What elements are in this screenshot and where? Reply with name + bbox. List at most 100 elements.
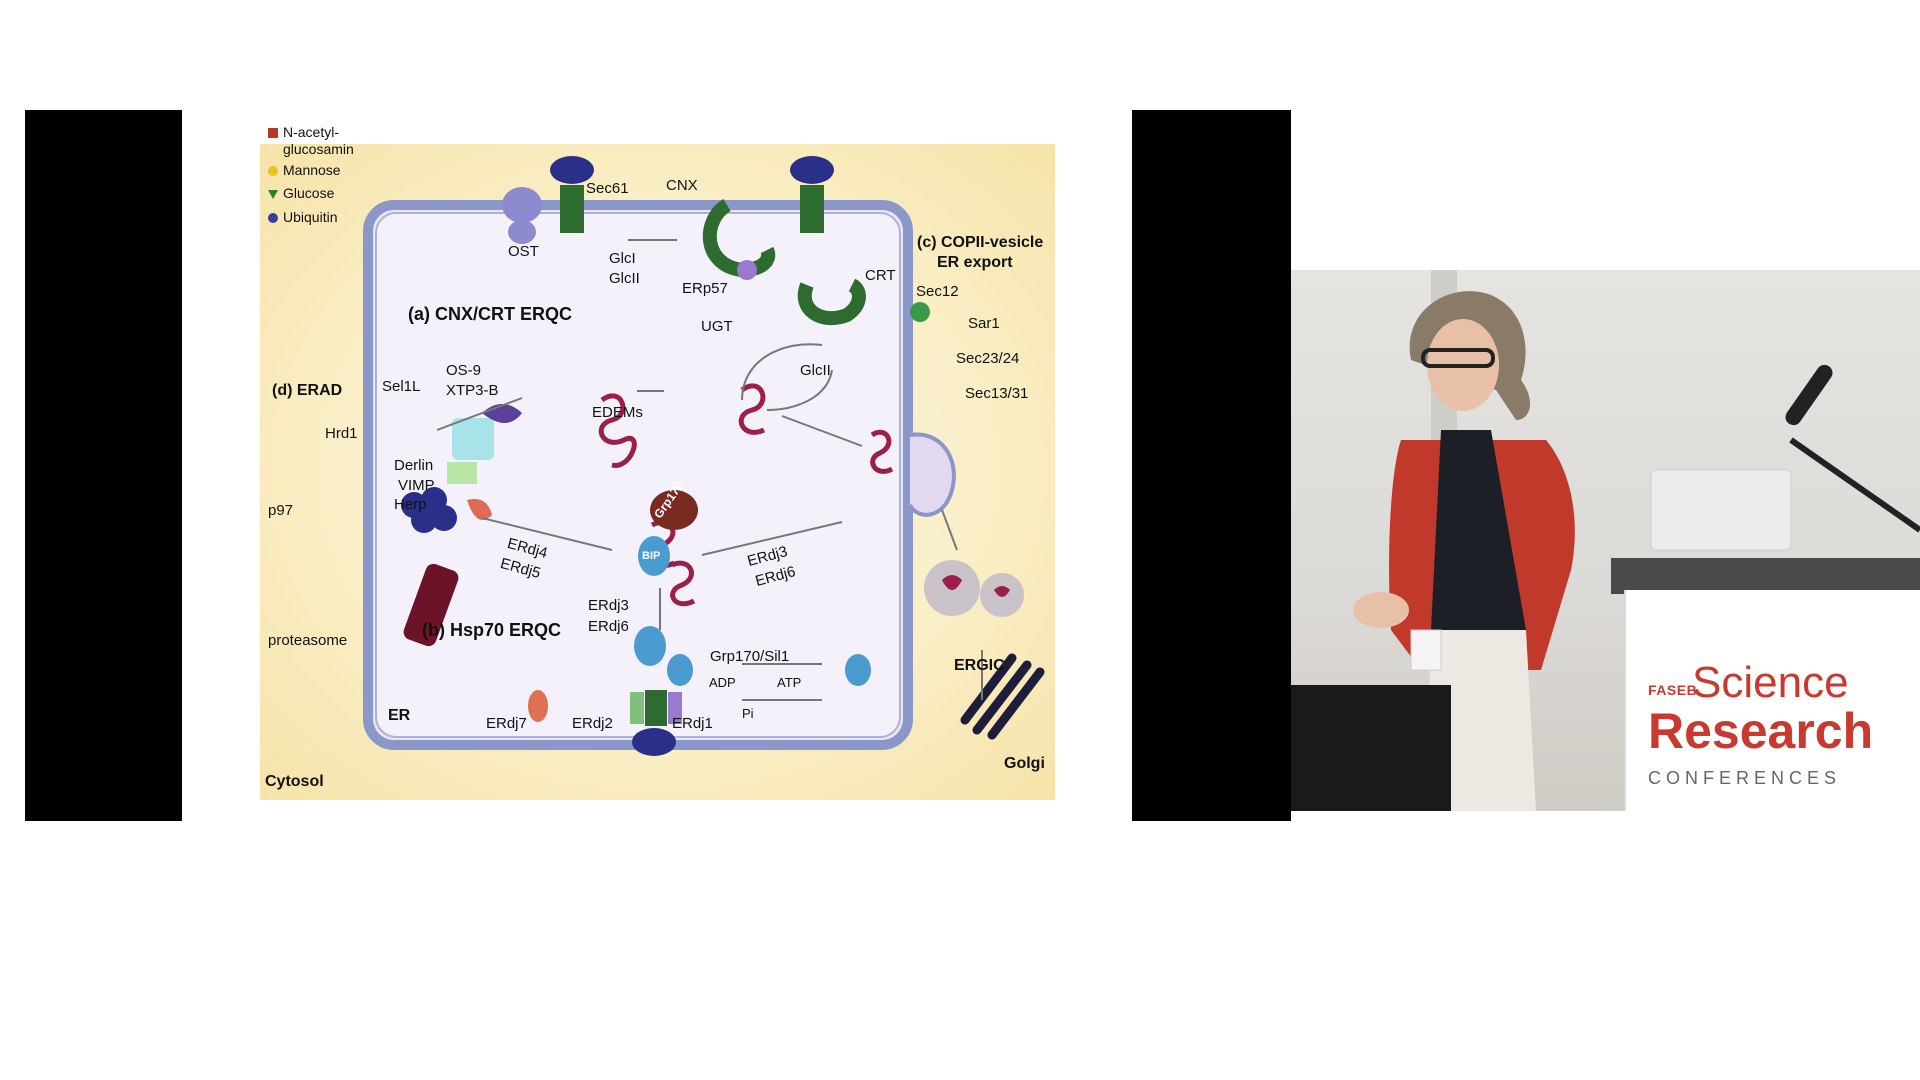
cargo-1	[942, 575, 962, 590]
ribosome-bottom	[632, 728, 676, 756]
microphone-stand	[1789, 437, 1920, 533]
legend-mannose-label: Mannose	[283, 162, 341, 178]
label-sec1331: Sec13/31	[965, 385, 1029, 402]
label-er: ER	[388, 707, 411, 724]
bip-shape-1	[638, 536, 670, 576]
erdj2-shape	[630, 692, 644, 724]
cargo-2	[994, 586, 1010, 597]
legend-glucose-label: Glucose	[283, 185, 335, 201]
label-golgi: Golgi	[1004, 755, 1045, 772]
speaker-figure	[1291, 291, 1920, 811]
glucose-swatch-icon	[268, 189, 278, 199]
translocon-right	[800, 185, 824, 233]
label-glcii-mid: GlcII	[800, 362, 831, 379]
sign-conferences-text: CONFERENCES	[1648, 768, 1842, 788]
label-grp170-sil1: Grp170/Sil1	[710, 648, 790, 665]
label-atp: ATP	[777, 675, 802, 690]
arrow-to-export	[781, 415, 863, 447]
ost-shape	[502, 187, 542, 223]
label-hrd1: Hrd1	[325, 425, 358, 442]
golgi-stack-3	[960, 653, 1017, 725]
grp170-shape	[650, 490, 698, 530]
erdj1-shape	[668, 692, 682, 724]
legend-nacetyl-label: N-acetyl-	[283, 124, 340, 140]
speaker-pants	[1426, 630, 1536, 811]
bip-shape-4	[845, 654, 871, 686]
crt-shape	[797, 278, 866, 326]
label-sec12: Sec12	[916, 283, 959, 300]
legend-ubiquitin: Ubiquitin	[268, 209, 337, 225]
label-cnx-crt-erqc: (a) CNX/CRT ERQC	[408, 304, 573, 324]
legend-nacetyl-line2: glucosamin	[283, 141, 354, 157]
label-proteasome: proteasome	[268, 632, 348, 649]
golgi-stack-2	[987, 667, 1045, 740]
ost-shape-lower	[508, 220, 536, 244]
hrd1-shape	[452, 418, 494, 460]
confidence-monitor	[1291, 685, 1451, 811]
label-erdj7: ERdj7	[486, 715, 527, 732]
label-herp: Herp	[394, 496, 427, 513]
speaker-shirt	[1431, 430, 1526, 630]
sec12-shape	[910, 302, 930, 322]
translocon-bottom	[645, 690, 667, 726]
legend-ubiquitin-label: Ubiquitin	[283, 209, 338, 225]
label-erdj1: ERdj1	[672, 715, 713, 732]
label-vimp: VIMP	[398, 477, 435, 494]
arrow-hsp70-to-erad	[481, 517, 613, 551]
sign-research-text: Research	[1648, 703, 1874, 759]
sec61-channel-shape	[560, 185, 584, 233]
label-pi: Pi	[742, 706, 754, 721]
label-p97: p97	[268, 502, 294, 519]
arrow-ugt-cycle	[741, 343, 823, 401]
unfolded-protein-2	[738, 383, 766, 435]
label-glci: GlcI	[609, 250, 636, 267]
p97-shape-3	[411, 507, 437, 533]
label-glcii-top: GlcII	[609, 270, 640, 287]
label-crt: CRT	[865, 267, 896, 284]
p97-shape-4	[431, 505, 457, 531]
label-hsp70-erqc: (b) Hsp70 ERQC	[422, 620, 562, 640]
sign-faseb-text: FASEB	[1648, 682, 1698, 698]
label-copii-title: (c) COPII-vesicle	[917, 234, 1044, 251]
herp-shape	[467, 499, 492, 520]
speaker-hands	[1353, 592, 1409, 628]
podium-top	[1611, 558, 1920, 594]
label-sar1: Sar1	[968, 315, 1000, 332]
legend-glucose: Glucose	[268, 185, 334, 201]
label-os9: OS-9	[446, 362, 482, 379]
arrow-to-erad	[436, 397, 523, 431]
erp57-shape	[737, 260, 757, 280]
proteasome-shape	[403, 563, 459, 647]
legend-mannose: Mannose	[268, 162, 341, 178]
label-sec61: Sec61	[586, 180, 629, 197]
label-ost: OST	[508, 243, 539, 260]
copii-bud	[908, 432, 956, 517]
right-black-bar	[1132, 110, 1291, 821]
arrow-hsp70-to-export	[701, 521, 843, 556]
unfolded-protein-3	[870, 429, 894, 474]
unfolded-protein-5	[670, 560, 696, 607]
nacetyl-swatch-icon	[268, 128, 278, 139]
cnx-shape	[702, 199, 776, 278]
label-ugt: UGT	[701, 318, 733, 335]
label-cytosol: Cytosol	[265, 773, 324, 790]
er-quality-control-diagram	[363, 156, 1045, 756]
left-black-bar	[25, 110, 182, 821]
derlin-shape	[447, 462, 477, 484]
label-copii-sub: ER export	[937, 254, 1013, 271]
erdj7-shape	[528, 690, 548, 722]
label-xtp3b: XTP3-B	[446, 382, 499, 399]
presentation-slide: N-acetyl- glucosamin Mannose Glucose Ubi…	[182, 110, 1132, 821]
label-erdj2: ERdj2	[572, 715, 613, 732]
legend-nacetyl: N-acetyl-	[268, 124, 339, 140]
label-sec2324: Sec23/24	[956, 350, 1020, 367]
mannose-swatch-icon	[268, 166, 278, 177]
label-erdj3-mid: ERdj3	[588, 597, 629, 614]
ribosome-top-right	[790, 156, 834, 184]
ribosome-top-left	[550, 156, 594, 184]
sign-science-text: Science	[1692, 658, 1849, 707]
label-erad: (d) ERAD	[272, 382, 343, 399]
microphone	[1785, 364, 1833, 426]
arrow-glcii-cycle	[766, 369, 833, 411]
